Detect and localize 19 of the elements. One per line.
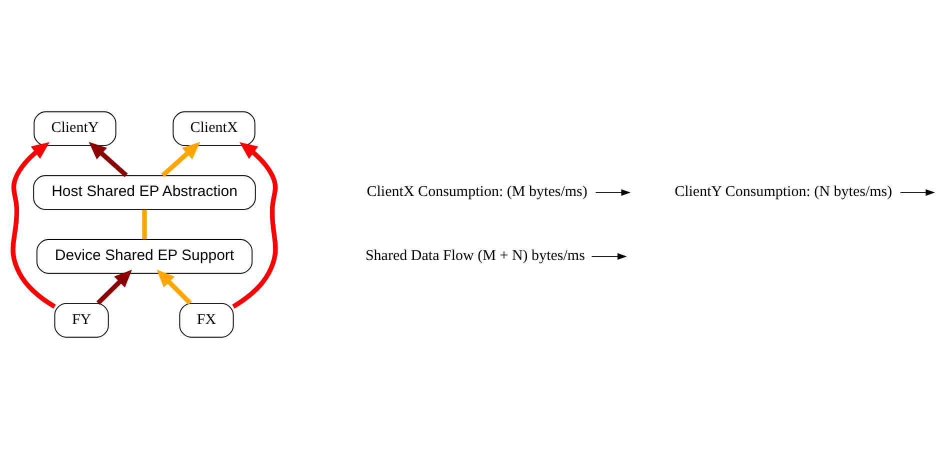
node-text: ClientY Consumption: (N bytes/ms) <box>674 184 892 200</box>
node-box: ClientX <box>172 111 256 146</box>
arrow <box>595 189 631 196</box>
arrow <box>161 142 200 178</box>
node-box: FX <box>179 302 234 338</box>
node-box: ClientY <box>34 111 116 146</box>
arrow <box>591 253 627 260</box>
connector <box>142 210 147 240</box>
node-box: Device Shared EP Support <box>36 239 253 274</box>
node-text: Shared Data Flow (M + N) bytes/ms <box>365 248 585 264</box>
arrow <box>96 270 132 305</box>
arrow <box>232 142 278 309</box>
arrow <box>88 142 128 178</box>
node-box: Host Shared EP Abstraction <box>33 175 256 210</box>
arrow <box>900 189 936 196</box>
arrow <box>156 270 192 305</box>
arrow <box>10 142 56 309</box>
node-text: ClientX Consumption: (M bytes/ms) <box>366 184 588 200</box>
node-box: FY <box>54 302 109 338</box>
